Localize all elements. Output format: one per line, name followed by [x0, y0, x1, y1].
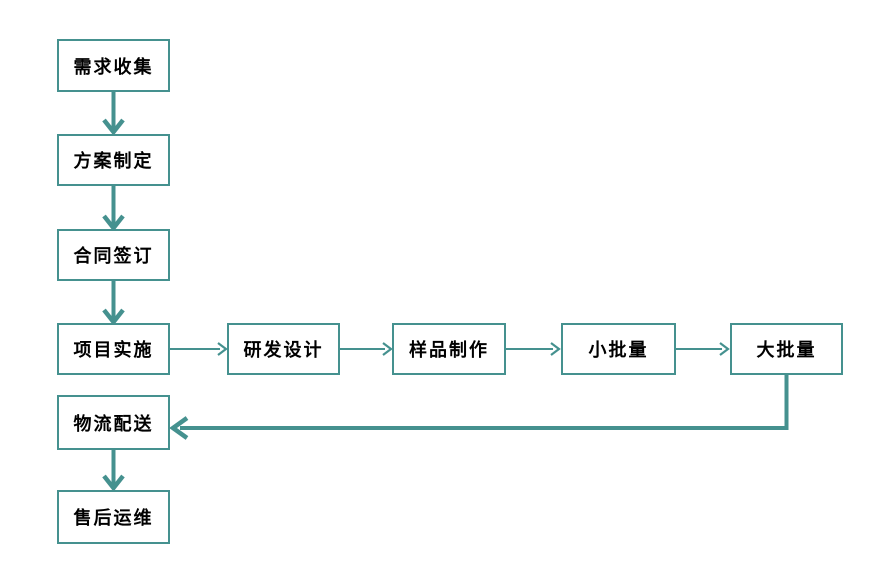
node-label: 售后运维 [73, 508, 154, 528]
arrow-smallbatch-to-largebatch [676, 342, 730, 356]
node-label: 物流配送 [73, 413, 154, 434]
node-after-sales-maintenance: 售后运维 [57, 490, 170, 544]
arrow-rddesign-to-sample [340, 342, 393, 356]
node-project-implementation: 项目实施 [57, 323, 170, 375]
node-requirements-collection: 需求收集 [57, 39, 170, 92]
arrow-requirements-to-plan [102, 92, 125, 136]
node-plan-formulation: 方案制定 [57, 134, 170, 186]
node-label: 小批量 [588, 340, 649, 360]
node-label: 合同签订 [73, 246, 154, 266]
node-label: 大批量 [756, 340, 817, 360]
arrow-largebatch-to-logistics [169, 375, 789, 440]
node-sample-production: 样品制作 [392, 323, 506, 375]
arrow-implementation-to-rddesign [170, 342, 228, 356]
node-rd-design: 研发设计 [227, 323, 340, 375]
node-large-batch: 大批量 [730, 323, 843, 375]
node-label: 项目实施 [73, 340, 154, 360]
node-label: 方案制定 [73, 151, 154, 171]
node-logistics-delivery: 物流配送 [57, 395, 170, 450]
node-contract-signing: 合同签订 [57, 229, 170, 281]
node-label: 需求收集 [73, 56, 154, 77]
arrow-plan-to-contract [102, 186, 125, 232]
node-label: 样品制作 [409, 340, 489, 360]
arrow-contract-to-implementation [102, 281, 125, 326]
node-label: 研发设计 [243, 340, 324, 360]
arrow-logistics-to-aftersales [102, 450, 125, 492]
node-small-batch: 小批量 [561, 323, 676, 375]
arrow-sample-to-smallbatch [506, 342, 561, 356]
